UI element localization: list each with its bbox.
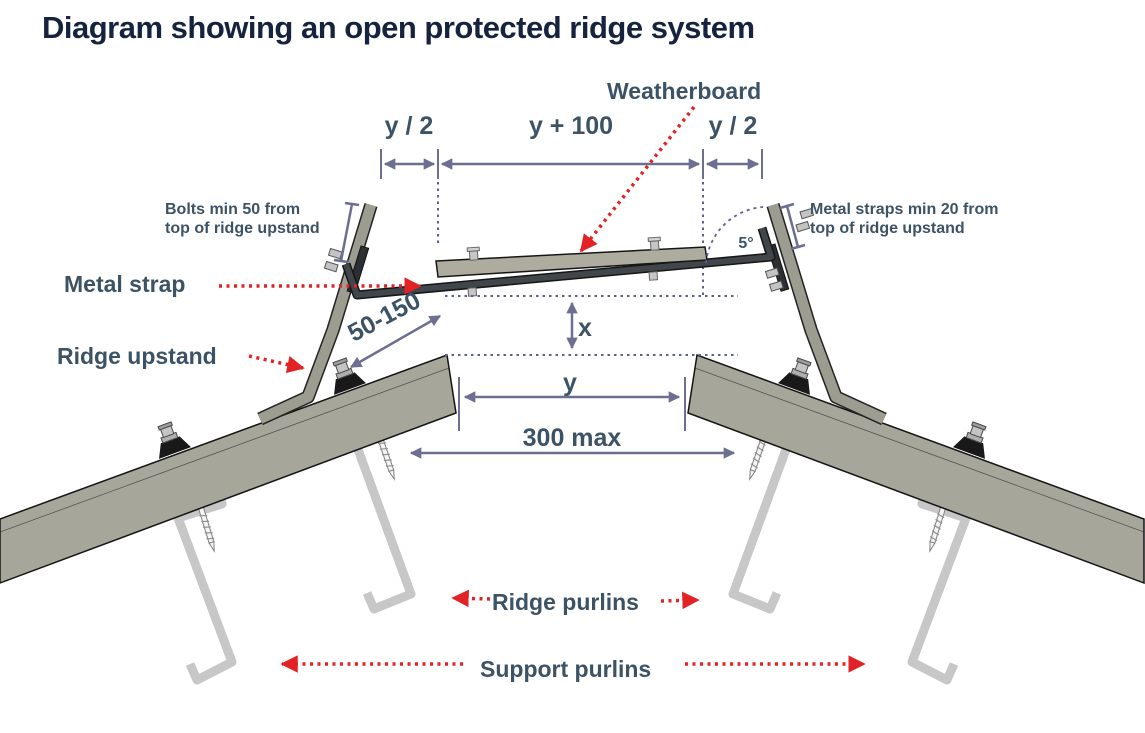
bolts-note-line2: top of ridge upstand bbox=[165, 220, 320, 237]
bolt-stud-icon bbox=[799, 207, 815, 220]
weatherboard-arrow bbox=[579, 105, 696, 253]
bolt-stud-icon bbox=[764, 267, 780, 279]
ridge-purlins-arrow-left bbox=[451, 589, 491, 608]
left-panel-seam bbox=[0, 367, 450, 533]
angle-arc bbox=[705, 206, 764, 264]
board-bolt-icon bbox=[466, 246, 480, 261]
metal-strap-shape bbox=[341, 226, 776, 300]
roof-bolt-icon bbox=[157, 421, 191, 459]
right-panel-seam bbox=[694, 367, 1145, 533]
bolt-stud-icon bbox=[768, 280, 784, 292]
board-bolt-tip-icon bbox=[467, 287, 478, 297]
straps-note-line2: top of ridge upstand bbox=[810, 220, 965, 237]
bolt-stud-icon bbox=[795, 220, 811, 233]
dim-label-y2-left: y / 2 bbox=[385, 112, 434, 140]
right-ridge-upstand-face bbox=[767, 203, 887, 424]
support-purlins-label: Support purlins bbox=[480, 656, 651, 682]
right-support-purlin bbox=[907, 489, 971, 685]
bolt-stud-icon bbox=[327, 247, 343, 260]
roof-bolt-icon bbox=[953, 421, 987, 459]
weatherboard-shape bbox=[435, 236, 708, 297]
x-gap-dimension bbox=[445, 295, 738, 356]
roof-panels bbox=[0, 353, 1145, 585]
y-gap-dimension bbox=[458, 377, 686, 431]
top-dimension bbox=[380, 149, 763, 179]
roof-bolt-icon bbox=[332, 357, 366, 395]
board-bolt-icon bbox=[647, 236, 661, 251]
dim-label-x: x bbox=[578, 314, 592, 342]
page-title: Diagram showing an open protected ridge … bbox=[42, 10, 755, 45]
dim-label-y100: y + 100 bbox=[529, 112, 613, 140]
board-bolt-tip-icon bbox=[648, 271, 659, 281]
ridge-purlins-label: Ridge purlins bbox=[492, 589, 639, 615]
screw-icon bbox=[197, 506, 215, 553]
dim-arrow-50-150 bbox=[350, 314, 441, 369]
bolt-stud-icon bbox=[323, 260, 339, 273]
ridge-upstand-label: Ridge upstand bbox=[57, 343, 217, 369]
right-roof-panel bbox=[687, 353, 1145, 585]
bolts-offset-bar bbox=[333, 201, 360, 264]
left-roof-panel bbox=[0, 353, 457, 584]
straps-offset-bar bbox=[779, 202, 806, 251]
metal-strap-label: Metal strap bbox=[64, 271, 185, 297]
angle-label: 5° bbox=[738, 235, 753, 252]
straps-note-line1: Metal straps min 20 from bbox=[810, 201, 999, 218]
red-callout-arrows bbox=[219, 105, 866, 673]
bolts-note-line1: Bolts min 50 from bbox=[165, 201, 300, 218]
roof-bolt-icon bbox=[778, 357, 812, 395]
dim-label-300max: 300 max bbox=[523, 424, 622, 452]
ridge-upstand-arrow bbox=[248, 354, 305, 374]
left-support-purlin bbox=[173, 489, 237, 685]
panel-bolts bbox=[157, 357, 987, 459]
ridge-purlins-arrow-right bbox=[660, 591, 700, 610]
screw-icon bbox=[929, 506, 947, 553]
weatherboard-label: Weatherboard bbox=[607, 78, 761, 104]
dim-label-y2-right: y / 2 bbox=[709, 112, 758, 140]
dim-label-y: y bbox=[563, 369, 577, 397]
